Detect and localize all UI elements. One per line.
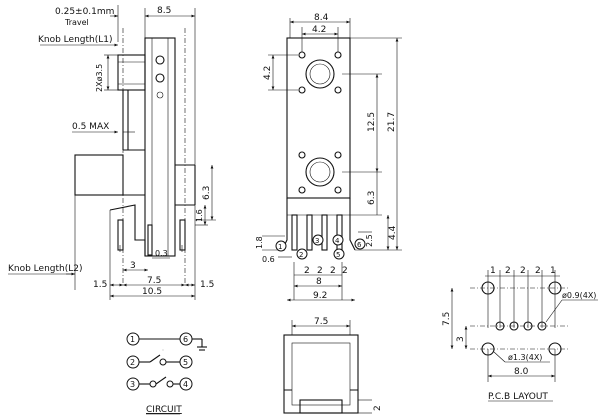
hole-dim-label: 2Xø3.5 (95, 64, 104, 92)
pcb-title: P.C.B LAYOUT (488, 392, 548, 402)
pitch-3: 2 (330, 266, 336, 276)
height-44-label: 4.4 (388, 225, 398, 240)
width-8-label: 8 (316, 277, 322, 287)
pcb-pitch-2: 2 (505, 266, 511, 276)
circuit-diagram: 1 6 2 5 6 3 4 CIRCUIT (126, 332, 207, 415)
pin-03-label: 0.3 (155, 249, 168, 258)
bottom-width-75-label: 7.5 (314, 317, 328, 327)
pin-label-1: 1 (278, 243, 282, 251)
pcb-pitch-3: 2 (520, 266, 526, 276)
front-height-63-label: 6.3 (367, 191, 377, 205)
circuit-title: CIRCUIT (146, 405, 182, 415)
width-top-label: 8.5 (157, 6, 171, 16)
pin-label-4: 4 (335, 237, 340, 245)
knob-length-l2-label: Knob Length(L2) (8, 264, 83, 274)
dim-06-label: 0.6 (262, 255, 275, 264)
pitch-4: 2 (342, 266, 348, 276)
circuit-node-1: 1 (130, 335, 135, 344)
pin-label-5: 5 (336, 251, 340, 259)
pcb-pitch-5: 1 (550, 266, 556, 276)
height-42-label: 4.2 (263, 66, 273, 80)
dim-3-label: 3 (130, 261, 136, 271)
bottom-height-2-label: 2 (373, 405, 383, 411)
circuit-node-4: 4 (183, 380, 188, 389)
side-pin-right (179, 219, 186, 251)
travel-value: 0.25±0.1mm (55, 7, 114, 17)
width-84-label: 8.4 (314, 13, 329, 23)
bottom-15-right-label: 1.5 (200, 280, 214, 290)
width-92-label: 9.2 (313, 291, 327, 301)
circuit-node-6a: 6 (183, 335, 188, 344)
front-body-outline (286, 37, 351, 199)
pcb-pitch-4: 2 (535, 266, 541, 276)
pin-label-6: 6 (357, 241, 362, 249)
side-body-outline (144, 37, 176, 257)
width-42-label: 4.2 (312, 25, 326, 35)
pcb-hole-small-label: ø0.9(4X) (562, 291, 596, 300)
height-63-label: 6.3 (202, 186, 212, 200)
side-knob-upper (117, 54, 146, 91)
side-view: 0.25±0.1mm Travel 8.5 Knob Length(L1) 2X… (8, 5, 216, 300)
max-gap-label: 0.5 MAX (72, 122, 109, 132)
pin-label-3: 3 (315, 237, 319, 245)
pcb-height-3-label: 3 (456, 336, 466, 342)
pcb-hole-large-label: ø1.3(4X) (508, 353, 542, 362)
travel-label: Travel (64, 18, 89, 27)
bottom-view: 7.5 2 (283, 317, 383, 414)
pitch-1: 2 (304, 266, 310, 276)
pcb-layout: 1 2 2 2 1 ø0.9(4X) ø1.3(4X) 7.5 (442, 266, 598, 402)
pcb-pitch-1: 1 (490, 266, 496, 276)
bottom-15-left-label: 1.5 (93, 280, 107, 290)
dim-18-label: 1.8 (255, 236, 264, 249)
bottom-105-label: 10.5 (142, 287, 162, 297)
front-view: 8.4 4.2 4.2 12.5 21.7 6.3 4.4 1.8 2.5 (255, 13, 402, 302)
pitch-2: 2 (317, 266, 323, 276)
circuit-node-2: 2 (130, 358, 135, 367)
pin-markers: 1 2 3 4 5 6 (275, 234, 366, 260)
side-knob-lower (74, 154, 124, 196)
pcb-width-8-label: 8.0 (514, 367, 529, 377)
circuit-node-3: 3 (130, 380, 135, 389)
height-217-label: 21.7 (387, 112, 397, 132)
bottom-75-label: 7.5 (147, 276, 161, 286)
circuit-node-5: 5 (183, 358, 188, 367)
bottom-body-outline (283, 334, 359, 414)
pin-label-2: 2 (299, 251, 303, 259)
side-pin-left (117, 219, 124, 251)
pcb-height-75-label: 7.5 (442, 312, 452, 326)
front-knob-lower (305, 157, 335, 187)
dim-25-label: 2.5 (365, 234, 374, 247)
side-pin-middle (147, 224, 153, 256)
height-16-label: 1.6 (195, 209, 204, 222)
front-knob-upper (305, 59, 335, 89)
height-125-label: 12.5 (367, 112, 377, 132)
knob-length-l1-label: Knob Length(L1) (38, 35, 113, 45)
